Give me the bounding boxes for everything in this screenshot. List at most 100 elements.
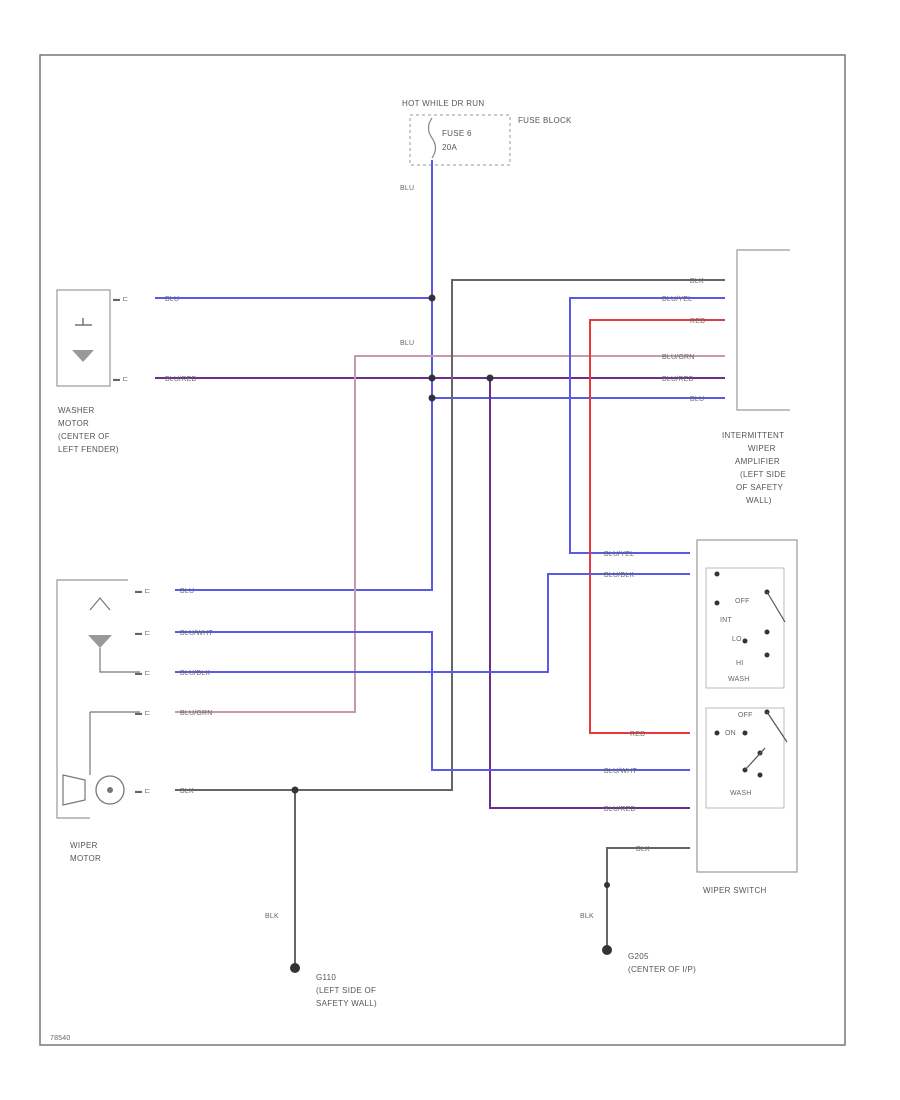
- splice-dot: [428, 294, 436, 302]
- washer-pin-label: BLU/RED: [165, 376, 197, 383]
- ground-left-label: SAFETY WALL): [316, 999, 377, 1008]
- amp-label-line: OF SAFETY: [736, 483, 784, 492]
- splice-dot: [428, 394, 436, 402]
- ground-left: G110 (LEFT SIDE OF SAFETY WALL): [290, 963, 377, 1008]
- wire-blk-amp: [175, 279, 725, 791]
- amp-label-line: (LEFT SIDE: [740, 470, 786, 479]
- wiper-switch-box: [696, 539, 798, 873]
- wiper-internal-wire: [99, 648, 140, 673]
- wiper-motor-label-line: MOTOR: [70, 854, 101, 863]
- washer-pin-label: BLU: [165, 296, 179, 303]
- fuse-source-label: HOT WHILE DR RUN: [402, 99, 484, 108]
- switch-contact: [757, 772, 763, 778]
- wire-blu-grn: [175, 355, 725, 713]
- wire-blu-red-switch: [489, 378, 690, 809]
- switch-pin-label: BLU/WHT: [604, 768, 637, 775]
- amplifier-outline: [736, 249, 790, 411]
- splice-dot: [486, 374, 494, 382]
- wiper-motor-label-line: WIPER: [70, 841, 98, 850]
- switch-pin-label: BLU/BLK: [604, 572, 634, 579]
- switch-contact: [714, 571, 720, 577]
- wire-label-blk-right: BLK: [580, 913, 594, 920]
- wire-blu-feed: [175, 160, 433, 591]
- wiper-pin-label: BLK: [180, 788, 194, 795]
- wiper-pin-label: BLU/BLK: [180, 670, 210, 677]
- switch-contact: [742, 638, 748, 644]
- wiper-motor-center: [107, 787, 113, 793]
- fuse-rating: 20A: [442, 143, 457, 152]
- amp-pin-label: BLU: [690, 396, 704, 403]
- wiper-motor-symbol: [95, 775, 125, 805]
- wiper-pin-label: BLU: [180, 588, 194, 595]
- switch-position: ON: [725, 730, 736, 737]
- ground-right: G205 (CENTER OF I/P): [602, 945, 696, 974]
- wire-label-blk-left: BLK: [265, 913, 279, 920]
- ground-left-label: (LEFT SIDE OF: [316, 986, 376, 995]
- wiper-switch: BLU/YEL BLU/BLK RED BLU/WHT BLU/RED BLK …: [604, 539, 798, 895]
- amp-label-line: WALL): [746, 496, 772, 505]
- amp-pin-label: BLU/YEL: [662, 296, 692, 303]
- washer-motor: ▬ ⊏ ▬ ⊏ BLU BLU/RED WASHER MOTOR (CENTER…: [56, 289, 197, 454]
- washer-label-line: LEFT FENDER): [58, 445, 119, 454]
- fuse-block-outline: [409, 114, 511, 166]
- fuse-symbol: [427, 117, 437, 159]
- amp-label-line: WIPER: [748, 444, 776, 453]
- wire-blu-wht: [175, 631, 690, 771]
- switch-position: LO: [732, 636, 742, 643]
- switch-contact: [714, 730, 720, 736]
- switch-contact: [764, 652, 770, 658]
- wiper-pin-label: BLU/WHT: [180, 630, 213, 637]
- wiper-switch-section-bottom: [705, 707, 785, 809]
- switch-lever-wash: [744, 747, 766, 771]
- washer-motor-box: [56, 289, 111, 387]
- washer-pin-1: ▬ ⊏: [113, 296, 128, 303]
- fuse-block-label: FUSE BLOCK: [518, 116, 572, 125]
- switch-contact: [714, 600, 720, 606]
- wiper-pin: ▬ ⊏: [135, 630, 150, 637]
- intermittent-wiper-amplifier: BLK BLU/YEL RED BLU/GRN BLU/RED BLU INTE…: [662, 249, 790, 505]
- washer-label-line: (CENTER OF: [58, 432, 110, 441]
- switch-pin-label: RED: [630, 731, 645, 738]
- footer-code: 78540: [50, 1035, 70, 1042]
- washer-label-line: WASHER: [58, 406, 95, 415]
- switch-pin-label: BLU/YEL: [604, 551, 634, 558]
- switch-position: OFF: [735, 598, 750, 605]
- amp-label-line: AMPLIFIER: [735, 457, 780, 466]
- ground-icon: [602, 945, 612, 955]
- wiper-motor: ▬ ⊏ ▬ ⊏ ▬ ⊏ ▬ ⊏ ▬ ⊏ BLU BLU/WHT BLU/BLK …: [56, 579, 213, 863]
- amp-pin-label: BLU/GRN: [662, 354, 695, 361]
- switch-position: WASH: [728, 676, 750, 683]
- washer-label-line: MOTOR: [58, 419, 89, 428]
- amp-pin-label: RED: [690, 318, 705, 325]
- splice-dot: [604, 882, 610, 888]
- switch-lever-bottom: [766, 711, 788, 743]
- switch-contact: [764, 629, 770, 635]
- diagram-frame: [39, 54, 846, 1046]
- switch-lever-top: [766, 591, 786, 623]
- ground-right-label: (CENTER OF I/P): [628, 965, 696, 974]
- wire-blk-ground-right: [606, 847, 690, 950]
- wiper-pin: ▬ ⊏: [135, 670, 150, 677]
- wiper-pin: ▬ ⊏: [135, 788, 150, 795]
- wiper-switch-label: WIPER SWITCH: [703, 886, 767, 895]
- fuse-label: FUSE 6: [442, 129, 472, 138]
- switch-pin-label: BLK: [636, 846, 650, 853]
- wire-label-blu-top: BLU: [400, 185, 414, 192]
- ground-right-label: G205: [628, 952, 649, 961]
- washer-pin-2: ▬ ⊏: [113, 376, 128, 383]
- switch-pin-label: BLU/RED: [604, 806, 636, 813]
- ground-icon: [290, 963, 300, 973]
- amp-pin-label: BLK: [690, 278, 704, 285]
- wiper-brush-symbol: [62, 774, 86, 806]
- washer-motor-symbol: [72, 350, 94, 362]
- switch-contact: [742, 730, 748, 736]
- switch-position: HI: [736, 660, 743, 667]
- wiper-pin: ▬ ⊏: [135, 710, 150, 717]
- wiper-motor-outline: [56, 579, 128, 819]
- splice-dot: [291, 786, 299, 794]
- amp-label-line: INTERMITTENT: [722, 431, 784, 440]
- wire-blu-yel: [569, 297, 725, 554]
- wire-red: [589, 319, 725, 734]
- wiper-pin: ▬ ⊏: [135, 588, 150, 595]
- amp-pin-label: BLU/RED: [662, 376, 694, 383]
